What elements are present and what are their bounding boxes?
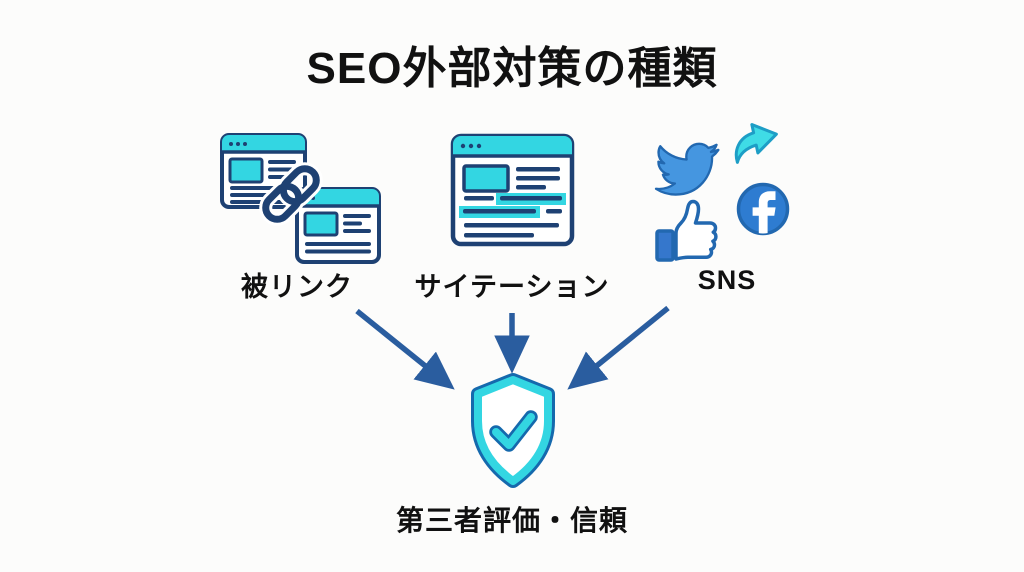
browser-window-1 <box>220 133 307 209</box>
page-title: SEO外部対策の種類 <box>306 44 718 93</box>
result-label: 第三者評価・信頼 <box>395 505 628 536</box>
twitter-bird-icon <box>654 142 720 196</box>
chain-link-icon <box>259 162 323 226</box>
share-arrow-icon <box>734 123 778 164</box>
arrow-right <box>567 305 670 390</box>
arrows-svg <box>355 305 670 390</box>
citation-window-icon <box>448 128 578 250</box>
shield-check-icon <box>461 371 565 493</box>
source-label-backlinks: 被リンク <box>241 272 353 302</box>
sns-social-icons <box>636 112 796 272</box>
browser-window-2 <box>295 187 381 264</box>
arrow-left <box>355 308 455 390</box>
highlighted-text-lines <box>459 193 566 218</box>
source-label-citation: サイテーション <box>414 272 610 302</box>
facebook-icon <box>736 182 790 236</box>
converging-arrows <box>325 296 695 400</box>
backlink-windows-icon <box>211 120 391 270</box>
sns-icons-svg <box>654 123 790 262</box>
thumbs-up-icon <box>655 199 718 262</box>
citation-icon-svg <box>450 133 575 247</box>
backlink-icon-svg <box>220 133 381 264</box>
source-label-sns: SNS <box>697 265 757 295</box>
shield-svg <box>471 373 555 488</box>
